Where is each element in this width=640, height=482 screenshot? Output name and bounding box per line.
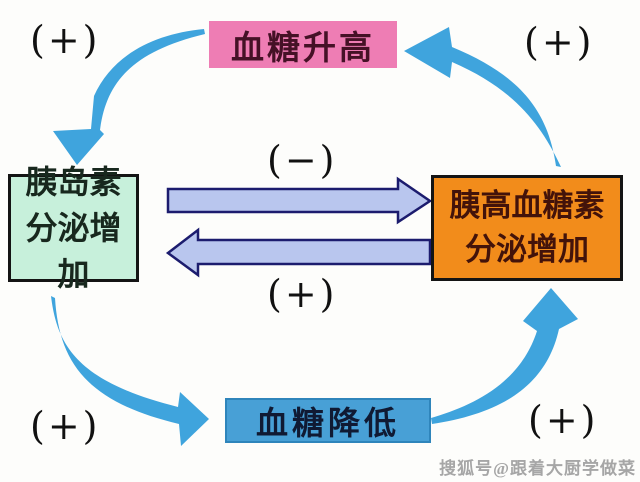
node-glucagon-secretion: 胰高血糖素 分泌增加 bbox=[431, 175, 623, 281]
curved-arrow-bottom-left-icon bbox=[51, 296, 209, 446]
feedback-sign-top-right: (+) bbox=[524, 20, 595, 64]
feedback-sign-bottom-left: (+) bbox=[30, 404, 101, 448]
block-arrow-left-icon bbox=[165, 227, 432, 278]
curved-arrow-bottom-right-icon bbox=[431, 288, 578, 424]
block-arrow-right-icon bbox=[166, 176, 433, 225]
node-insulin-secretion-line1: 胰岛素 bbox=[25, 164, 122, 200]
node-blood-sugar-rise-label: 血糖升高 bbox=[231, 30, 375, 67]
watermark-text: 搜狐号@跟着大厨学做菜 bbox=[439, 459, 636, 478]
node-glucagon-secretion-line1: 胰高血糖素 bbox=[449, 188, 605, 223]
node-glucagon-secretion-line2: 分泌增加 bbox=[465, 232, 589, 267]
node-blood-sugar-fall-label: 血糖降低 bbox=[255, 404, 400, 441]
feedback-sign-bottom-right: (+) bbox=[528, 398, 599, 442]
node-blood-sugar-rise: 血糖升高 bbox=[209, 21, 397, 68]
node-insulin-secretion: 胰岛素 分泌增加 bbox=[8, 164, 139, 292]
curved-arrow-top-right-icon bbox=[404, 27, 561, 167]
curved-arrow-top-left-icon bbox=[53, 29, 205, 165]
feedback-sign-top-left: (+) bbox=[30, 18, 101, 62]
node-insulin-secretion-line2: 分泌增加 bbox=[25, 210, 122, 292]
feedback-sign-middle-negative: (−) bbox=[267, 138, 338, 182]
feedback-sign-middle-positive: (+) bbox=[267, 272, 338, 316]
node-blood-sugar-fall: 血糖降低 bbox=[225, 398, 431, 443]
